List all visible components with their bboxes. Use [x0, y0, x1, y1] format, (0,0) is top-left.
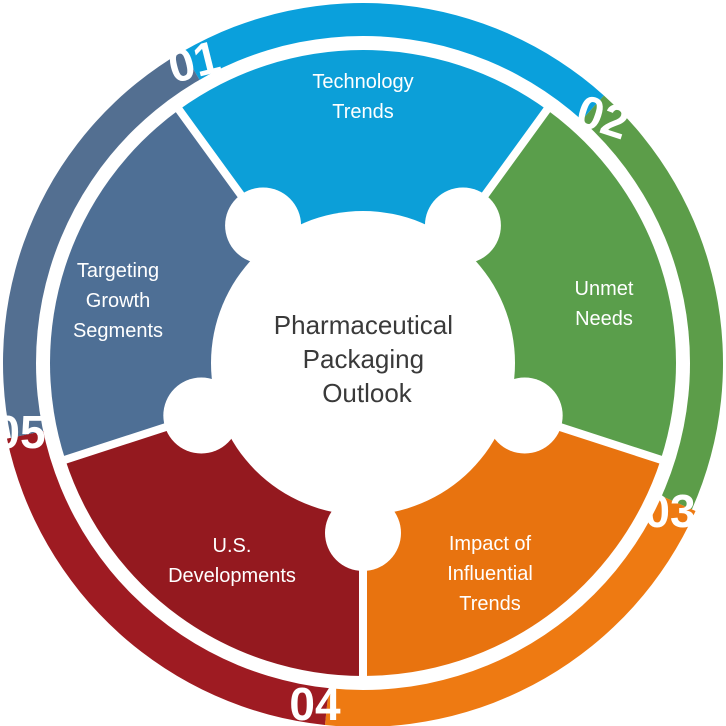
hub-bump-1	[225, 187, 302, 264]
outer-ring-arc-04	[6, 430, 330, 726]
center-title-line-3: Outlook	[322, 378, 413, 408]
segment-label-03-line-2: Influential	[447, 563, 533, 585]
segment-label-03-line-1: Impact of	[449, 533, 532, 555]
outer-ring-arc-01	[183, 2, 604, 122]
center-title-line-2: Packaging	[303, 344, 424, 374]
segment-number-01: 01	[163, 30, 225, 93]
outer-ring-arc-03	[324, 495, 696, 726]
segment-label-04: U.S. Developments	[168, 535, 296, 587]
segment-label-01-line-1: Technology	[312, 71, 413, 93]
segment-label-02-line-2: Needs	[575, 308, 633, 330]
center-title: Pharmaceutical Packaging Outlook	[274, 310, 460, 408]
hub-circle	[211, 211, 515, 515]
segment-label-03-line-3: Trends	[459, 593, 521, 615]
segment-label-04-line-2: Developments	[168, 565, 296, 587]
segment-label-01-line-2: Trends	[332, 101, 394, 123]
segment-number-05: 05	[0, 406, 46, 458]
segment-number-03: 03	[644, 485, 695, 537]
center-title-line-1: Pharmaceutical	[274, 310, 453, 340]
hub-bump-2	[424, 187, 501, 264]
segment-label-02-line-1: Unmet	[575, 278, 634, 300]
segment-label-04-line-1: U.S.	[213, 535, 252, 557]
center-hub	[163, 187, 563, 571]
segment-label-05-line-2: Growth	[86, 290, 150, 312]
segment-label-05-line-1: Targeting	[77, 260, 159, 282]
segment-label-05-line-3: Segments	[73, 320, 163, 342]
hub-bump-3	[486, 377, 563, 454]
outer-ring-arc-05	[3, 51, 201, 438]
segment-number-04: 04	[289, 678, 341, 726]
hub-bump-4	[325, 495, 401, 571]
segment-01	[179, 49, 547, 363]
hub-bump-5	[163, 377, 240, 454]
outer-ring-arc-02	[580, 95, 724, 510]
